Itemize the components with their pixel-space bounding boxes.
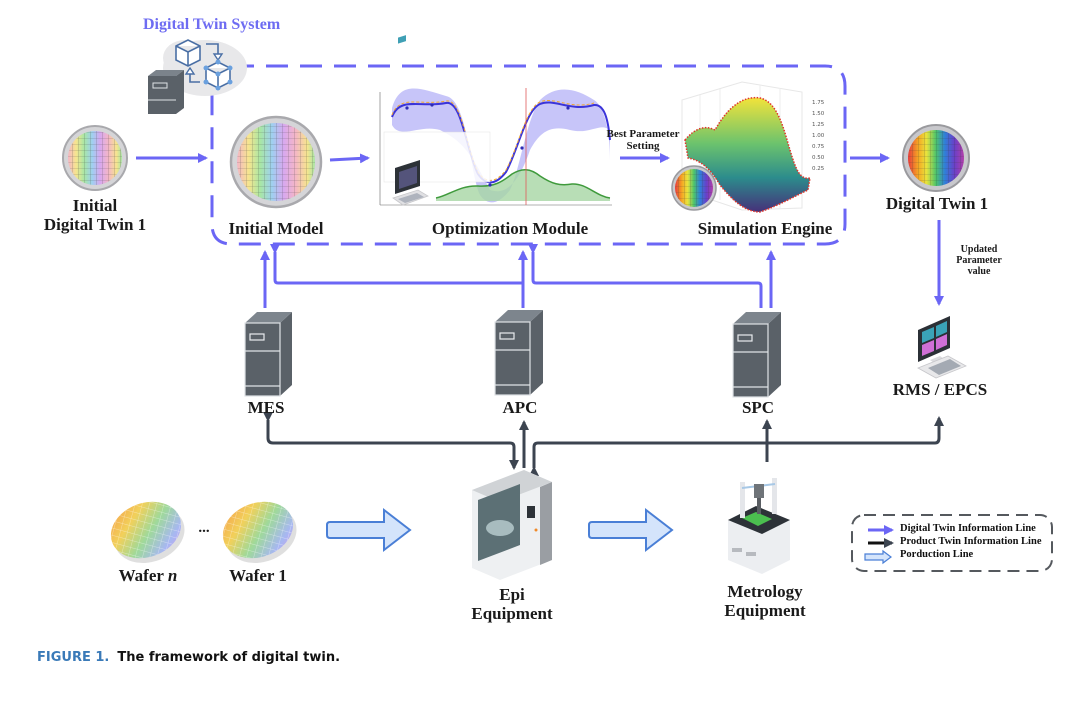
label-italic: n bbox=[167, 566, 178, 585]
label-line: Parameter bbox=[956, 255, 1002, 267]
epi-equipment-label: Epi Equipment bbox=[462, 585, 562, 623]
z-tick: 0.50 bbox=[812, 155, 825, 161]
digital-twin-system-icon bbox=[148, 39, 247, 114]
figure-caption-text: The framework of digital twin. bbox=[117, 650, 341, 665]
z-tick: 1.75 bbox=[812, 100, 825, 106]
surface bbox=[684, 97, 811, 213]
legend: Digital Twin Information Line Product Tw… bbox=[850, 515, 1055, 572]
wafer-n-icon bbox=[110, 501, 185, 564]
production-arrow-epi-to-metrology bbox=[588, 507, 674, 553]
apc-label: APC bbox=[502, 398, 538, 417]
mes-label: MES bbox=[247, 398, 285, 417]
label-line: Equipment bbox=[724, 601, 806, 621]
legend-digital-twin-line: Digital Twin Information Line bbox=[900, 523, 1036, 534]
label-line: Initial bbox=[72, 196, 118, 215]
wafer-n-label: Wafer n bbox=[110, 566, 186, 585]
label-line: Updated bbox=[960, 244, 998, 255]
label-line: Equipment bbox=[471, 604, 553, 624]
spc-label: SPC bbox=[741, 398, 775, 417]
optimization-module-label: Optimization Module bbox=[431, 219, 589, 238]
label-line: value bbox=[967, 266, 991, 278]
spc-server-icon bbox=[732, 312, 781, 398]
z-tick: 0.25 bbox=[812, 166, 825, 172]
simulation-wafer-icon bbox=[671, 165, 717, 211]
wafer-1-label: Wafer 1 bbox=[229, 566, 287, 585]
legend-production-line: Porduction Line bbox=[900, 549, 974, 560]
epi-equipment-icon bbox=[472, 470, 552, 580]
z-tick: 1.50 bbox=[812, 111, 825, 117]
legend-box bbox=[851, 514, 1053, 572]
updated-parameter-value-label: Updated Parameter value bbox=[944, 244, 1014, 278]
z-tick: 1.00 bbox=[812, 133, 825, 139]
label-line: Digital Twin 1 bbox=[43, 215, 147, 235]
production-arrow-wafers-to-epi bbox=[326, 507, 412, 553]
wafer-1-icon bbox=[222, 501, 297, 564]
simulation-surface-plot: 1.75 1.50 1.25 1.00 0.75 0.50 0.25 bbox=[681, 81, 825, 213]
initial-digital-twin-label: Initial Digital Twin 1 bbox=[40, 196, 150, 234]
rms-epcs-computer-icon bbox=[917, 316, 967, 379]
uncertainty-band bbox=[392, 88, 610, 203]
legend-production-arrow bbox=[864, 549, 892, 565]
label-line: Setting bbox=[626, 140, 660, 153]
gp-mean-line bbox=[391, 101, 611, 184]
rms-epcs-label: RMS / EPCS bbox=[892, 380, 988, 399]
product-twin-information-lines bbox=[263, 412, 944, 476]
apc-server-icon bbox=[494, 310, 543, 396]
metrology-equipment-label: Metrology Equipment bbox=[710, 582, 820, 620]
figure-caption: FIGURE 1. The framework of digital twin. bbox=[37, 650, 340, 665]
digital-twin-wafer-icon bbox=[902, 124, 970, 192]
z-tick: 1.25 bbox=[812, 122, 825, 128]
ellipsis: ... bbox=[198, 520, 210, 536]
digital-twin-system-title: Digital Twin System bbox=[143, 16, 281, 33]
label-text: Wafer bbox=[118, 566, 164, 585]
label-line: Best Parameter bbox=[606, 128, 680, 140]
initial-model-wafer-icon bbox=[229, 115, 323, 209]
figure-number: FIGURE 1. bbox=[37, 650, 110, 665]
laptop-monitor-icon bbox=[392, 35, 429, 206]
arrow-model-to-optimization bbox=[329, 153, 370, 164]
legend-product-twin-line: Product Twin Information Line bbox=[900, 536, 1042, 547]
acquisition-area bbox=[436, 169, 610, 201]
best-parameter-setting-label: Best Parameter Setting bbox=[603, 128, 683, 153]
initial-digital-twin-wafer-icon bbox=[62, 125, 128, 191]
metrology-equipment-icon bbox=[728, 478, 790, 574]
mes-server-icon bbox=[244, 312, 292, 397]
initial-model-label: Initial Model bbox=[228, 219, 324, 238]
z-tick: 0.75 bbox=[812, 144, 825, 150]
simulation-engine-label: Simulation Engine bbox=[697, 219, 833, 238]
label-line: Epi bbox=[499, 585, 525, 604]
digital-twin-label: Digital Twin 1 bbox=[885, 194, 989, 213]
digital-twin-information-lines bbox=[260, 244, 776, 308]
optimization-plot bbox=[379, 88, 612, 206]
label-line: Metrology bbox=[727, 582, 803, 601]
